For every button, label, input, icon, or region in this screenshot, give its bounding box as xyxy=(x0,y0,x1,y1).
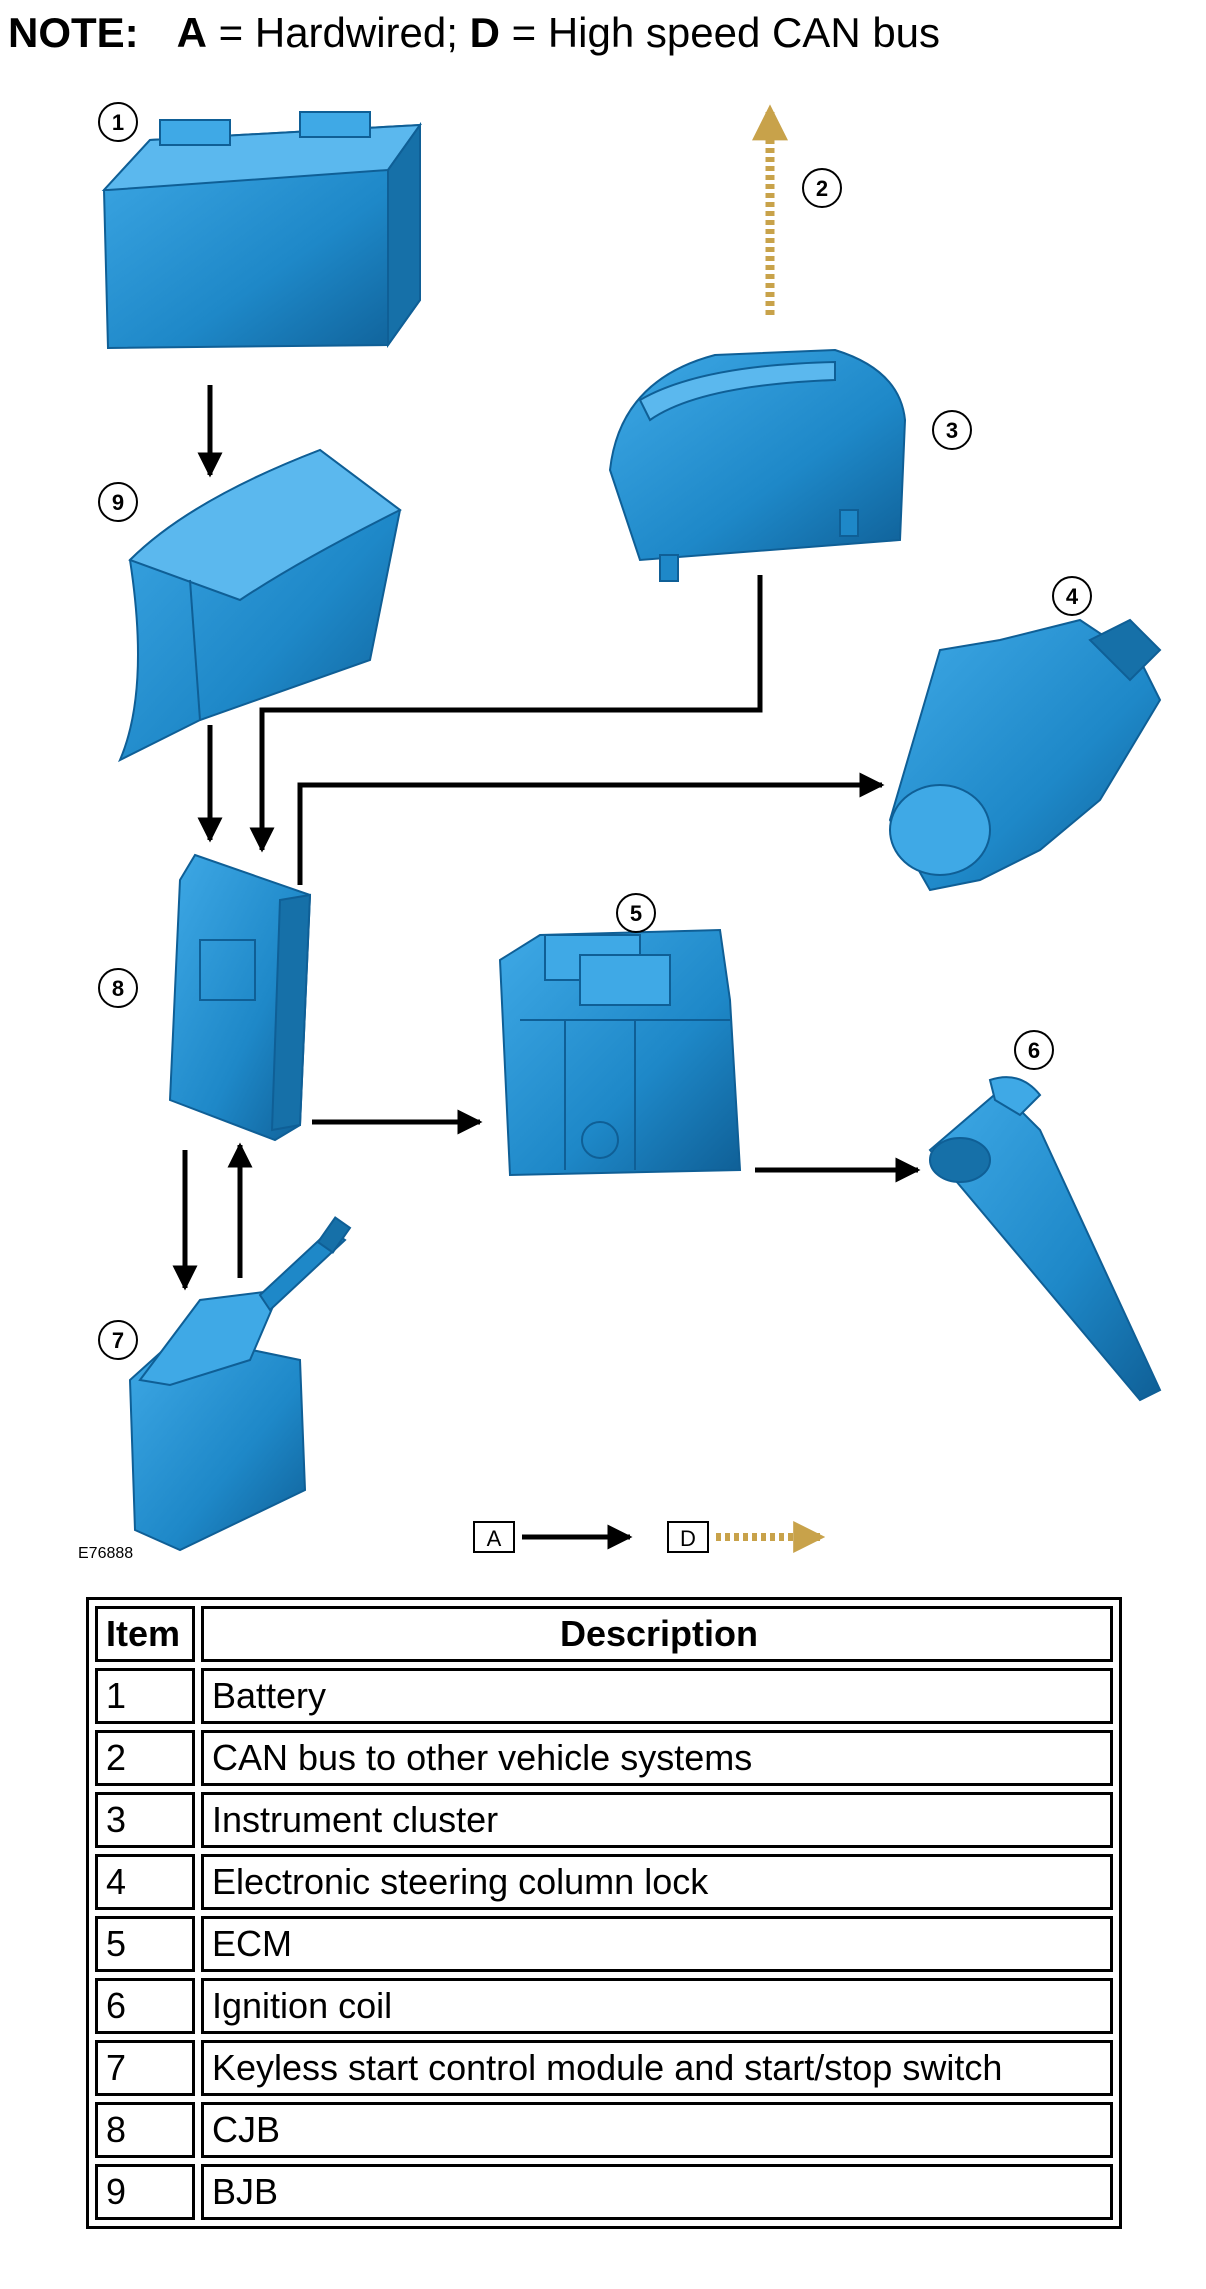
arrow-legend: A D xyxy=(473,1521,826,1553)
system-diagram: 1 2 3 4 5 6 7 8 9 E76888 A D xyxy=(78,102,1162,1562)
callout-9: 9 xyxy=(98,482,138,522)
instrument-cluster-component xyxy=(608,348,907,582)
callout-4: 4 xyxy=(1052,576,1092,616)
note-label: NOTE: xyxy=(8,9,139,56)
item-number: 5 xyxy=(95,1916,195,1972)
item-description: Keyless start control module and start/s… xyxy=(201,2040,1113,2096)
ignition-coil-component xyxy=(928,1076,1162,1402)
arrow-cluster-to-cjb xyxy=(249,575,763,853)
svg-text:9: 9 xyxy=(112,490,124,515)
note-d-letter: D xyxy=(469,9,500,56)
note-a-text: = Hardwired; xyxy=(207,9,470,56)
svg-text:3: 3 xyxy=(946,418,958,443)
legend-hardwired-letter: A xyxy=(487,1526,502,1551)
callout-7: 7 xyxy=(98,1320,138,1360)
keyless-start-module-component xyxy=(128,1216,352,1552)
item-description: Electronic steering column lock xyxy=(201,1854,1113,1910)
callout-3: 3 xyxy=(932,410,972,450)
callout-5: 5 xyxy=(616,893,656,933)
svg-text:8: 8 xyxy=(112,976,124,1001)
item-description: CAN bus to other vehicle systems xyxy=(201,1730,1113,1786)
item-number: 4 xyxy=(95,1854,195,1910)
item-number: 8 xyxy=(95,2102,195,2158)
item-number: 9 xyxy=(95,2164,195,2220)
ecm-component xyxy=(498,928,742,1177)
item-description: ECM xyxy=(201,1916,1113,1972)
item-description: Instrument cluster xyxy=(201,1792,1113,1848)
item-description: Ignition coil xyxy=(201,1978,1113,2034)
legend-can-letter: D xyxy=(680,1526,696,1551)
svg-text:2: 2 xyxy=(816,176,828,201)
header-item: Item xyxy=(95,1606,195,1662)
item-number: 2 xyxy=(95,1730,195,1786)
item-description: CJB xyxy=(201,2102,1113,2158)
arrow-cjb-to-steering-lock xyxy=(297,772,885,885)
svg-text:1: 1 xyxy=(112,110,124,135)
callout-1: 1 xyxy=(98,102,138,142)
svg-text:6: 6 xyxy=(1028,1038,1040,1063)
callout-2: 2 xyxy=(802,168,842,208)
battery-component xyxy=(101,111,423,350)
item-number: 6 xyxy=(95,1978,195,2034)
bjb-component xyxy=(118,448,402,763)
svg-text:4: 4 xyxy=(1066,584,1079,609)
item-description: BJB xyxy=(201,2164,1113,2220)
note-line: NOTE: A = Hardwired; D = High speed CAN b… xyxy=(8,4,940,62)
note-a-letter: A xyxy=(176,9,207,56)
callout-6: 6 xyxy=(1014,1030,1054,1070)
steering-column-lock-component xyxy=(888,618,1162,892)
hardwired-arrows xyxy=(172,385,921,1291)
callout-8: 8 xyxy=(98,968,138,1008)
cjb-component xyxy=(168,853,312,1142)
note-d-text: = High speed CAN bus xyxy=(499,9,941,56)
svg-text:7: 7 xyxy=(112,1328,124,1353)
header-description: Description xyxy=(201,1606,1113,1662)
item-number: 1 xyxy=(95,1668,195,1724)
item-number: 7 xyxy=(95,2040,195,2096)
figure-id: E76888 xyxy=(78,1545,133,1562)
svg-text:5: 5 xyxy=(630,901,642,926)
item-description: Battery xyxy=(201,1668,1113,1724)
item-number: 3 xyxy=(95,1792,195,1848)
table-header-row: Item Description xyxy=(95,1606,1113,1662)
